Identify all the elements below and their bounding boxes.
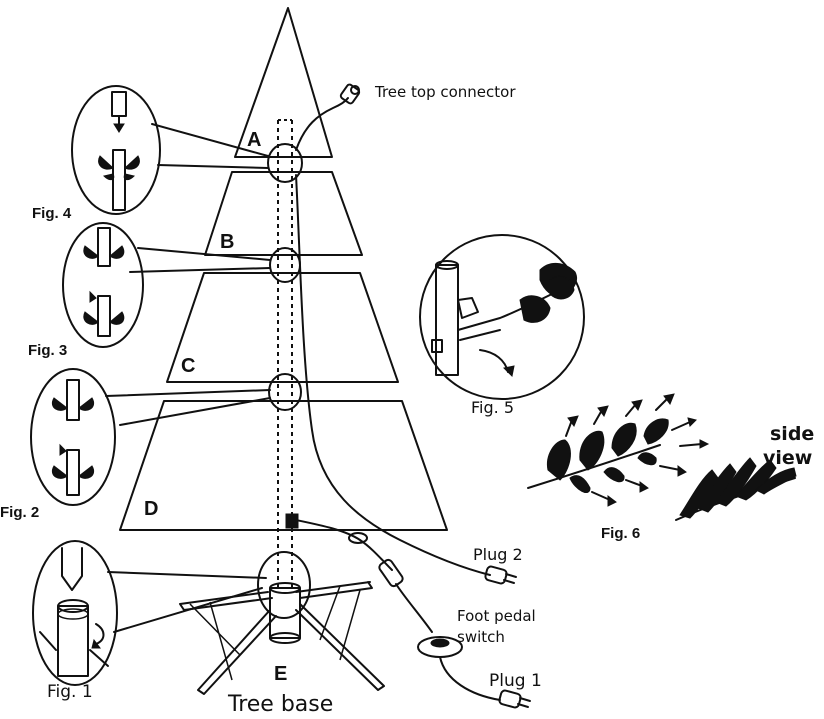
fig1-detail [32, 540, 267, 686]
section-d-label: D [144, 498, 158, 520]
plug-1-icon [498, 689, 531, 709]
fig4-label: Fig. 4 [32, 205, 72, 222]
plug-2-icon [484, 565, 517, 585]
tree-section-d [119, 400, 448, 531]
fig5-detail [419, 234, 585, 400]
joint-c-d [268, 373, 302, 411]
inline-connector [378, 558, 433, 633]
section-c-label: C [181, 355, 195, 377]
section-a-label: A [247, 129, 261, 151]
tree-top-connector-label: Tree top connector [374, 83, 516, 101]
tree-section-b [204, 171, 363, 256]
switch-label: switch [457, 628, 505, 646]
joint-base [257, 551, 311, 619]
joint-a-b [267, 143, 303, 183]
section-e-label: E [274, 663, 287, 685]
fig5-label: Fig. 5 [471, 398, 514, 417]
power-cord [285, 174, 531, 709]
fig3-detail [62, 222, 271, 348]
fig6-label: Fig. 6 [601, 525, 640, 542]
foot-pedal-label: Foot pedal [457, 607, 536, 625]
fig4-detail [71, 85, 269, 215]
tree-section-c [166, 272, 399, 383]
fig1-label: Fig. 1 [47, 682, 93, 702]
tree-base-stand [179, 581, 385, 695]
fig2-label: Fig. 2 [0, 504, 39, 521]
foot-pedal-switch-icon [417, 636, 463, 658]
joint-b-c [269, 247, 301, 283]
center-pole [277, 119, 293, 590]
fig3-label: Fig. 3 [28, 342, 67, 359]
plug-1-label: Plug 1 [489, 671, 542, 691]
tree-base-label: Tree base [227, 692, 333, 717]
fig2-detail [30, 368, 271, 506]
tree-section-a [234, 7, 333, 158]
tree-top-connector [295, 83, 361, 151]
fig6-detail [527, 393, 797, 521]
section-b-label: B [220, 231, 234, 253]
plug-2-label: Plug 2 [473, 545, 523, 564]
side-view-label-1: side [770, 423, 814, 445]
side-view-label-2: view [763, 447, 812, 469]
